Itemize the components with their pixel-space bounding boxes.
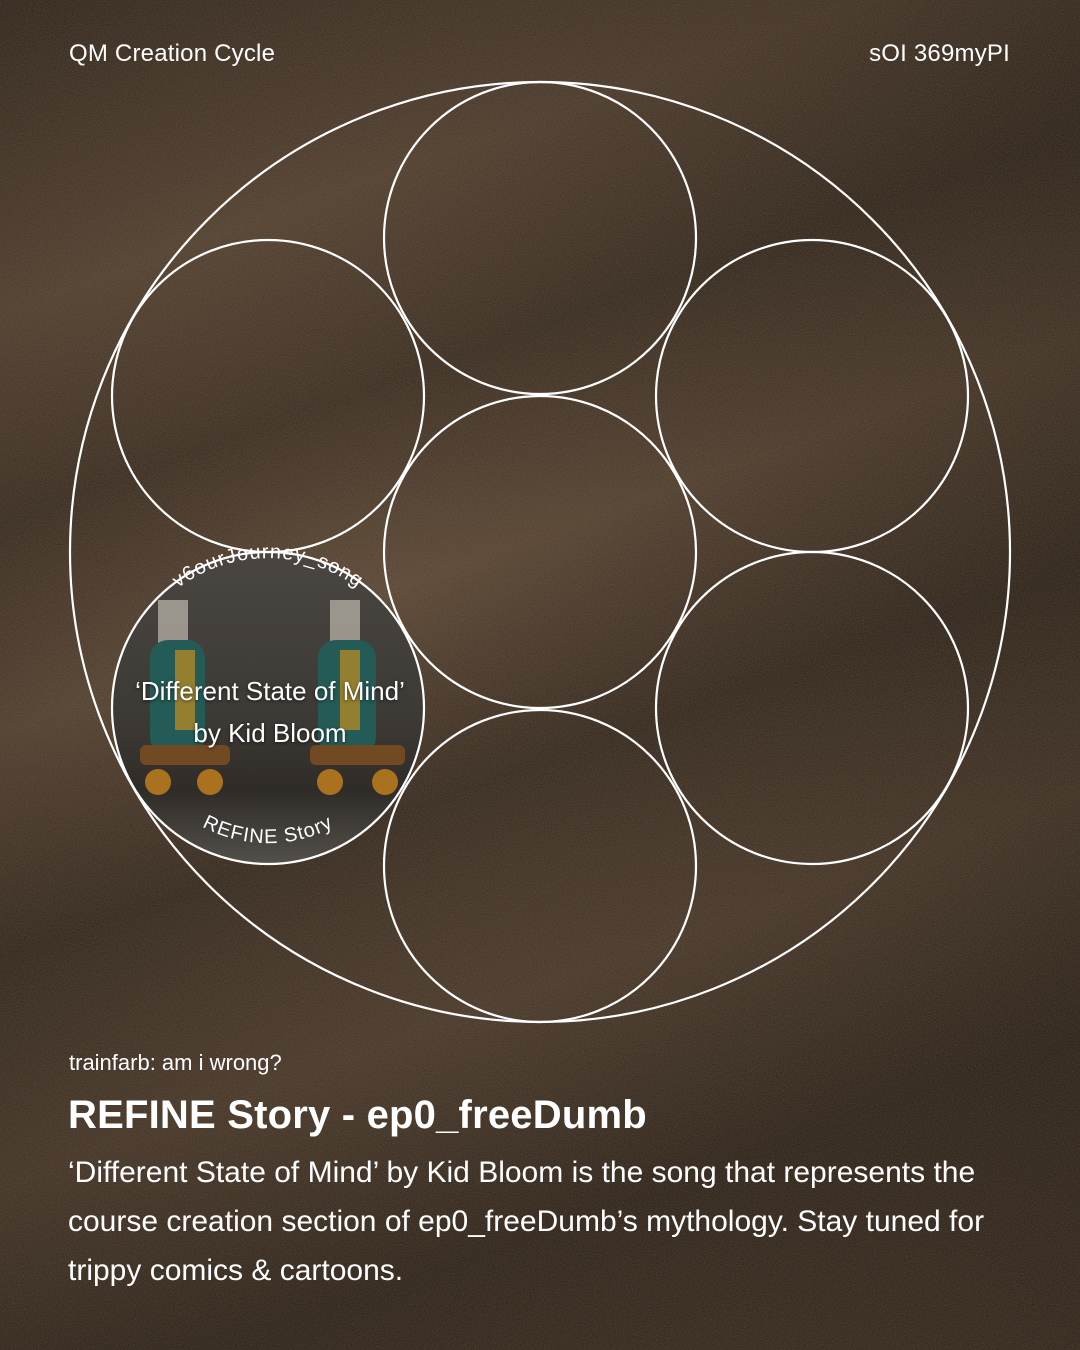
- bubble-lower-right: [654, 550, 970, 866]
- bubble-bottom: [382, 708, 698, 1024]
- headline: REFINE Story - ep0_freeDumb: [68, 1093, 647, 1137]
- caption: trainfarb: am i wrong?: [69, 1050, 282, 1075]
- featured-photo: [112, 552, 424, 864]
- featured-song-title: ‘Different State of Mind’ by Kid Bloom: [135, 676, 405, 748]
- bubble-lower-left: [110, 550, 426, 866]
- bubble-top: [382, 80, 698, 396]
- bubble-center: [382, 394, 698, 710]
- cycle-code: sOI 369myPI: [869, 40, 1010, 67]
- description: ‘Different State of Mind’ by Kid Bloom i…: [68, 1156, 985, 1287]
- cycle-title: QM Creation Cycle: [69, 40, 276, 67]
- bubble-upper-right: [654, 238, 970, 554]
- bubble-upper-left: [110, 238, 426, 554]
